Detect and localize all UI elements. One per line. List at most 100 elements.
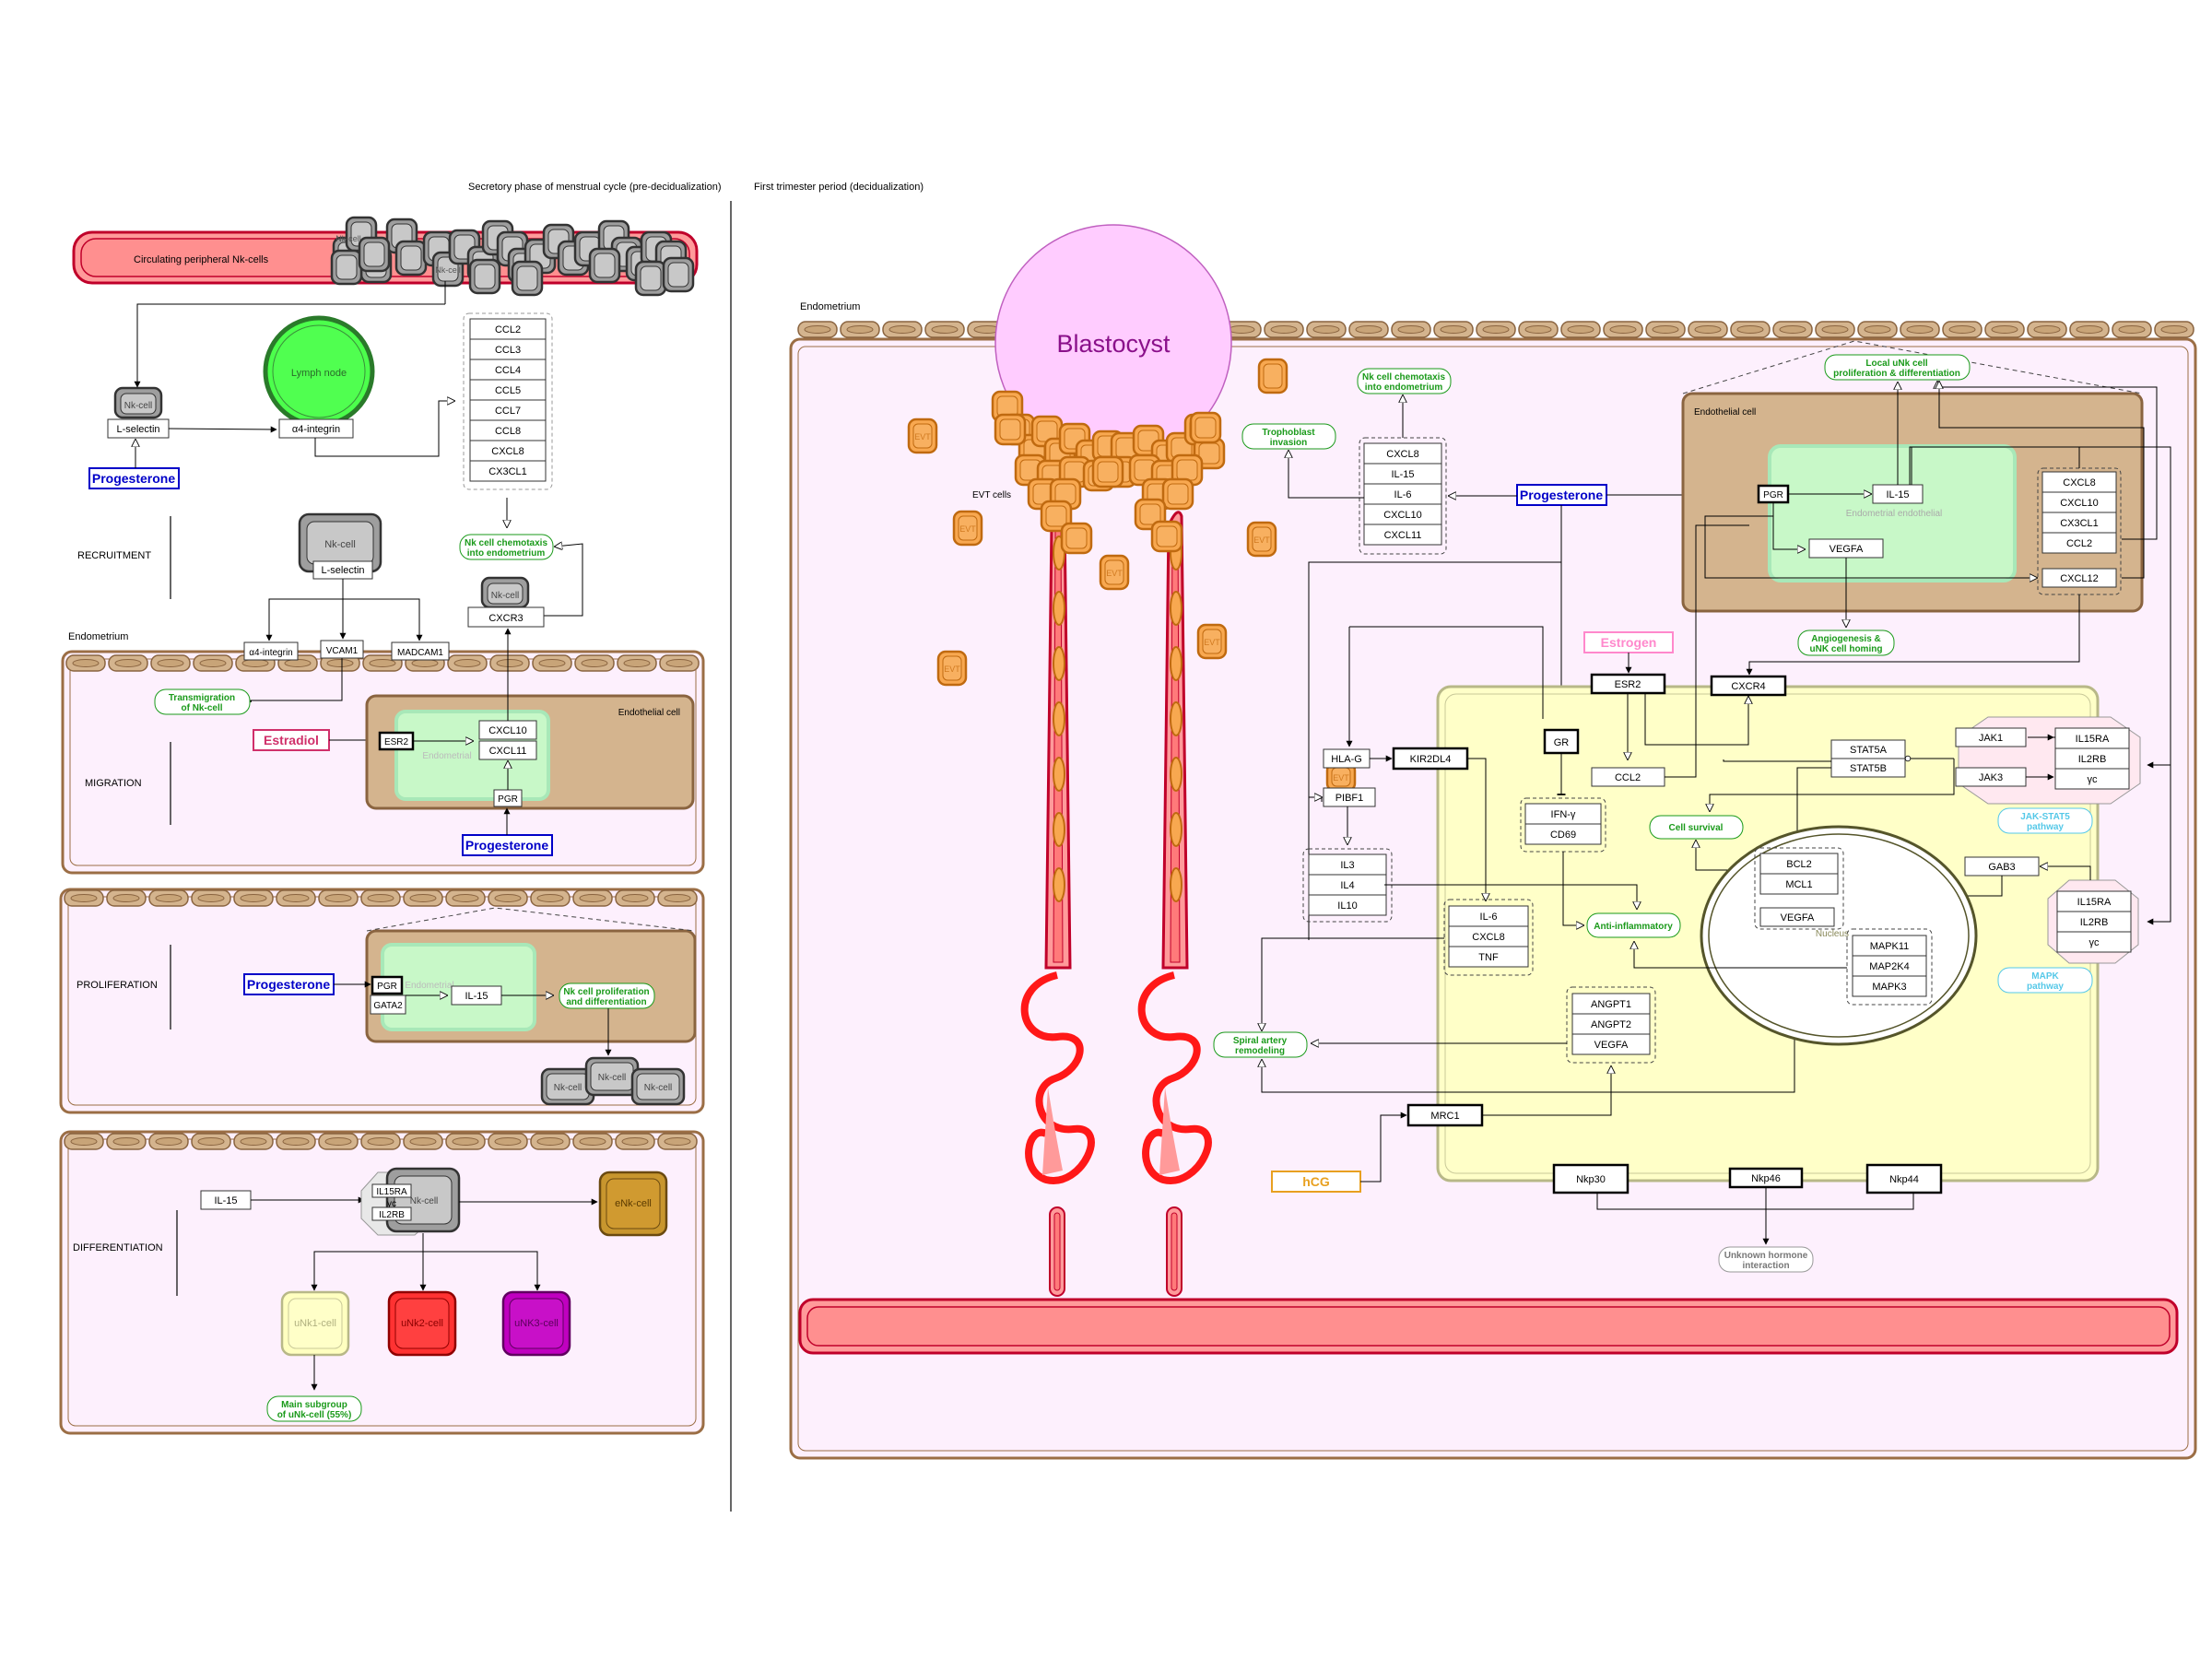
cxcl12-box bbox=[2041, 568, 2117, 588]
a4-integrin-label: α4-integrin bbox=[292, 424, 340, 435]
a4-integrin-label-2: α4-integrin bbox=[249, 648, 292, 658]
epithelial-cell-nucleus bbox=[536, 1137, 564, 1146]
chemotaxis-label-2: into endometrium bbox=[467, 548, 546, 559]
esr2-label: ESR2 bbox=[384, 737, 409, 747]
inflam-group bbox=[1443, 899, 1534, 976]
epithelial-cell-nucleus bbox=[1694, 325, 1722, 334]
main-subgroup-label-2: of uNk-cell (55%) bbox=[277, 1410, 352, 1420]
list-item-box bbox=[1852, 975, 1927, 997]
edge-hcg-mrc1 bbox=[1360, 1112, 1407, 1182]
edge-nkp30-unknown bbox=[1596, 1193, 1766, 1210]
evt-cell-invading bbox=[1053, 646, 1065, 681]
epithelial-cell-nucleus bbox=[494, 1137, 522, 1146]
mapk-pathway-label-1: MAPK bbox=[2031, 971, 2059, 982]
epithelial-cell-nucleus bbox=[1440, 325, 1467, 334]
epithelial-cell-nucleus bbox=[70, 1137, 98, 1146]
jak3-label: JAK3 bbox=[1979, 772, 2003, 783]
epithelial-cell-nucleus bbox=[496, 659, 524, 667]
unk2-cell: uNk2-cell bbox=[387, 1290, 457, 1357]
evt-cell-label: EVT bbox=[944, 665, 960, 674]
evt-cell-invading bbox=[1170, 867, 1182, 902]
edge-nkp44-unknown bbox=[1766, 1193, 1914, 1210]
list-item-label: CCL4 bbox=[495, 365, 521, 376]
jak-stat-pill bbox=[1997, 807, 2093, 834]
pibf1-label: PIBF1 bbox=[1335, 793, 1364, 804]
epithelial-cell-nucleus bbox=[282, 894, 310, 902]
vegfa-nucleus-label: VEGFA bbox=[1781, 912, 1815, 924]
epithelial-cell-nucleus bbox=[1864, 325, 1891, 334]
cxcl11-box bbox=[478, 740, 537, 760]
epithelial-cell-nucleus bbox=[931, 325, 959, 334]
evt-cell-invading bbox=[1053, 591, 1065, 626]
evt-cell-invading bbox=[1053, 812, 1065, 847]
progesterone-box-1 bbox=[88, 467, 180, 489]
list-item-label: BCL2 bbox=[1786, 859, 1812, 870]
epithelial-cell-nucleus bbox=[155, 1137, 182, 1146]
edge-il-antiinf bbox=[1384, 884, 1637, 909]
angiogenesis-label-2: uNK cell homing bbox=[1810, 644, 1883, 654]
list-item-box bbox=[1363, 524, 1442, 546]
epithelial-cell-nucleus bbox=[240, 1137, 267, 1146]
epithelial-cell-nucleus bbox=[70, 894, 98, 902]
unk3-label: uNK3-cell bbox=[514, 1318, 559, 1329]
list-item-label: CCL3 bbox=[495, 345, 521, 356]
list-item-box bbox=[2056, 931, 2132, 953]
list-item-box bbox=[1759, 873, 1839, 895]
evt-cell-invading bbox=[1170, 812, 1182, 847]
il15ra-label-dif: IL15RA bbox=[376, 1187, 407, 1197]
differentiation-label: DIFFERENTIATION bbox=[73, 1242, 163, 1253]
stat5a-label: STAT5A bbox=[1850, 745, 1888, 756]
spiral-artery-fill bbox=[1042, 1088, 1063, 1175]
edge-mapk-antiinf bbox=[1634, 942, 1847, 969]
il15-label-dif: IL-15 bbox=[214, 1195, 237, 1206]
epithelial-cell-nucleus bbox=[538, 659, 566, 667]
nk-cell-recruit: Nk-cell bbox=[113, 386, 163, 419]
spiral-arteries bbox=[1020, 511, 1212, 1297]
epithelial-cell-nucleus bbox=[1779, 325, 1806, 334]
list-item-label: IL-6 bbox=[1394, 489, 1412, 500]
epithelial-cell-nucleus bbox=[241, 659, 269, 667]
evt-cell-inner bbox=[958, 515, 978, 541]
evt-cell-label: EVT bbox=[1333, 773, 1349, 782]
transmigration-pill bbox=[154, 688, 251, 715]
local-unk-pill bbox=[1824, 354, 1971, 381]
endometrial-label: Endometrial bbox=[422, 751, 471, 761]
nk-cell-inner bbox=[667, 262, 689, 288]
nk-cell-label: Nk-cell bbox=[410, 1196, 439, 1206]
epithelial-cell-nucleus bbox=[1228, 325, 1255, 334]
epithelial-cell-nucleus bbox=[1482, 325, 1510, 334]
cell-survival-label: Cell survival bbox=[1669, 823, 1724, 833]
evt-cell-label: EVT bbox=[914, 432, 931, 441]
cxcr3-box bbox=[467, 606, 545, 628]
gr-label: GR bbox=[1554, 737, 1570, 748]
epithelial-cell-nucleus bbox=[197, 894, 225, 902]
nk-cell-label: Nk-cell bbox=[324, 539, 356, 550]
mrc1-label: MRC1 bbox=[1430, 1111, 1459, 1122]
ccl2-label-right: CCL2 bbox=[1615, 772, 1641, 783]
list-item-label: CXCL8 bbox=[491, 446, 524, 457]
nk-cell-inner bbox=[636, 1073, 680, 1100]
epithelial-cell-nucleus bbox=[452, 894, 479, 902]
nk-cell-inner bbox=[400, 245, 422, 271]
endometrium-label-right: Endometrium bbox=[800, 301, 860, 312]
hcg-label: hCG bbox=[1302, 1174, 1330, 1189]
heading-first-trimester: First trimester period (decidualization) bbox=[754, 182, 924, 193]
edge-cxcl12-right bbox=[1909, 446, 2171, 769]
list-item-box bbox=[1308, 894, 1387, 916]
jak1-box bbox=[1955, 727, 2027, 747]
cxcr3-label: CXCR3 bbox=[488, 613, 523, 624]
main-subgroup-pill bbox=[266, 1395, 362, 1422]
epithelial-cell-nucleus bbox=[804, 325, 831, 334]
edge-ifn-antiinf bbox=[1562, 852, 1583, 925]
edge-vessel-nk-2 bbox=[134, 303, 445, 388]
epithelial-cell-nucleus bbox=[409, 894, 437, 902]
epithelial-cell-nucleus bbox=[1567, 325, 1594, 334]
nk-cell-label: Nk-cell bbox=[644, 1083, 673, 1093]
progesterone-label-right: Progesterone bbox=[1520, 488, 1603, 502]
epithelial-cell-nucleus bbox=[1355, 325, 1382, 334]
epithelial-cell-nucleus bbox=[72, 659, 100, 667]
